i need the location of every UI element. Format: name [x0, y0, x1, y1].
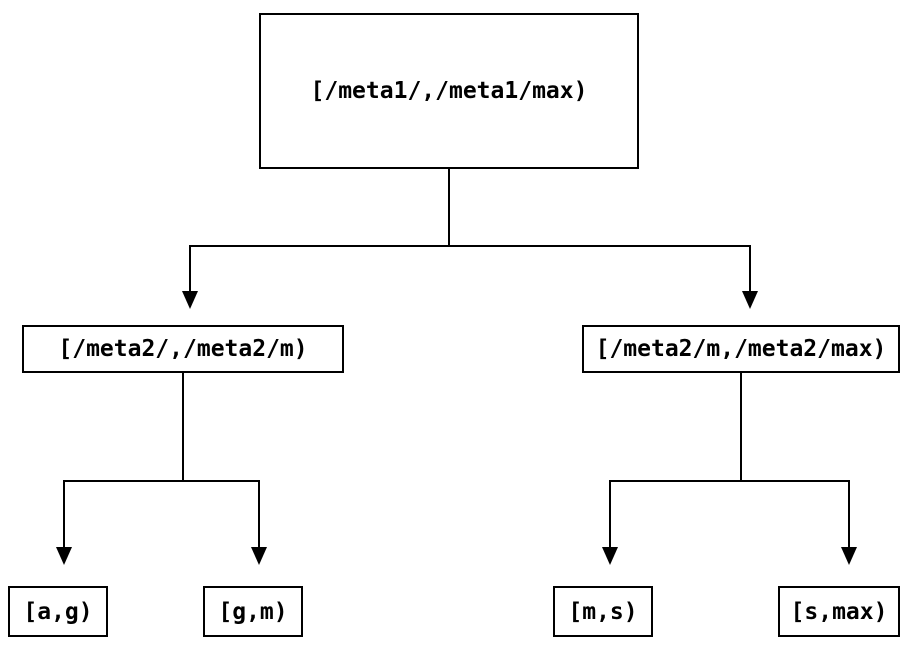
- edge-right-node-to-leaves: [602, 373, 857, 565]
- tree-node-meta2-left: [/meta2/,/meta2/m): [22, 325, 344, 373]
- arrowhead-leaf-smax: [841, 547, 857, 565]
- tree-node-meta2-right: [/meta2/m,/meta2/max): [582, 325, 900, 373]
- edge-left-node-to-leaves: [56, 373, 267, 565]
- tree-node-leaf-ag: [a,g): [8, 586, 108, 637]
- edge-root-to-children: [182, 169, 758, 309]
- tree-node-leaf-gm: [g,m): [203, 586, 303, 637]
- tree-node-root: [/meta1/,/meta1/max): [259, 13, 639, 169]
- tree-node-leaf-ms: [m,s): [553, 586, 653, 637]
- arrowhead-leaf-gm: [251, 547, 267, 565]
- arrowhead-leaf-ag: [56, 547, 72, 565]
- tree-node-leaf-smax: [s,max): [778, 586, 900, 637]
- arrowhead-left-subtree: [182, 291, 198, 309]
- arrowhead-right-subtree: [742, 291, 758, 309]
- arrowhead-leaf-ms: [602, 547, 618, 565]
